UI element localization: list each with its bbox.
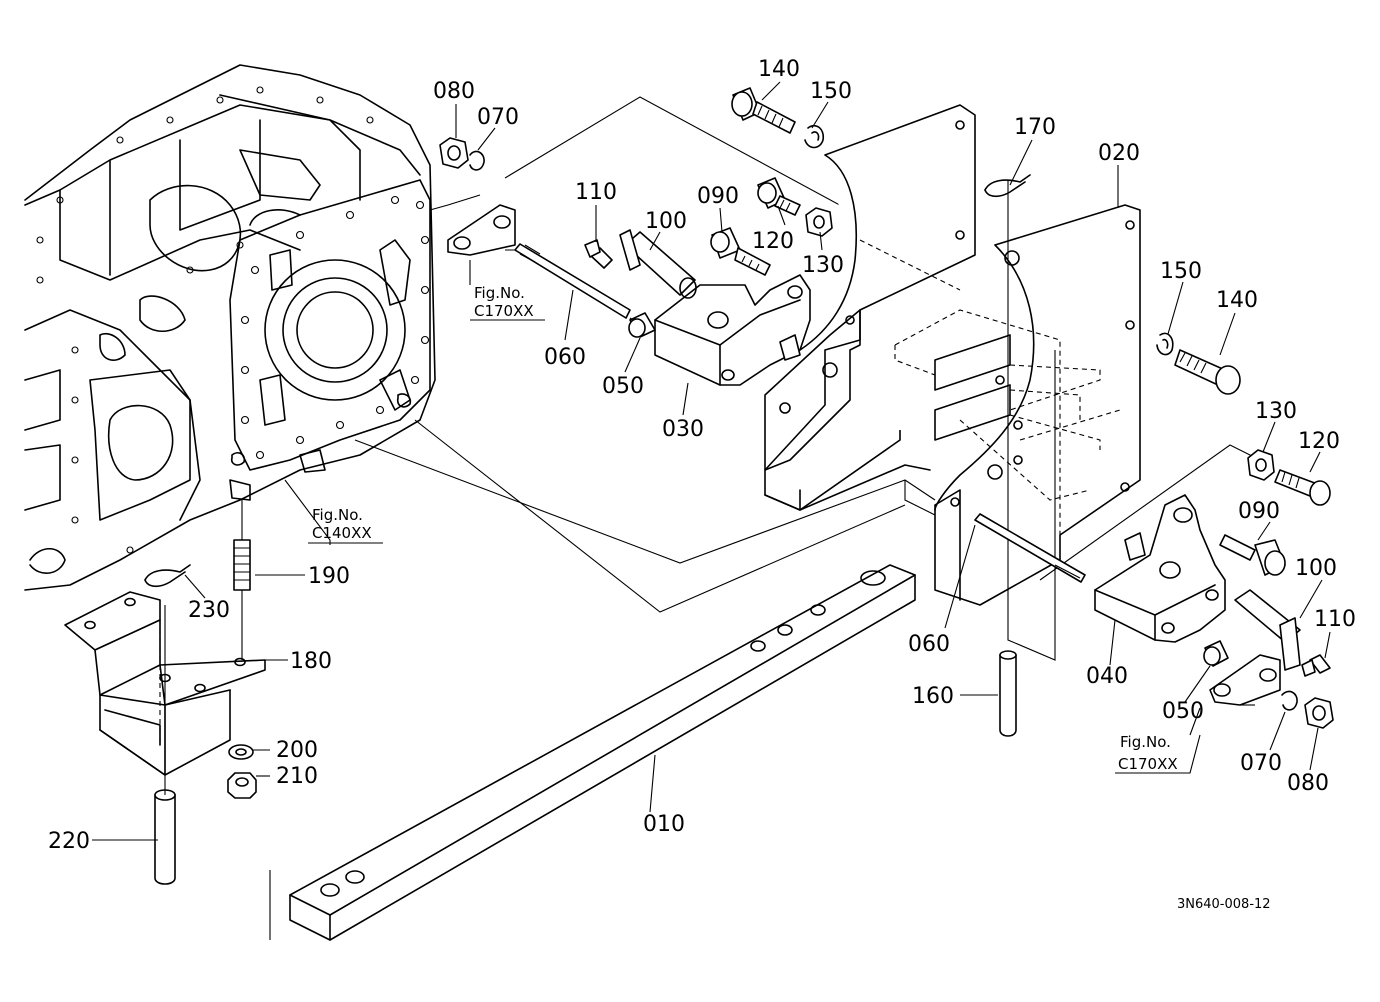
nut-130-upper <box>805 207 833 237</box>
stud-190 <box>233 500 251 660</box>
drawing-number: 3N640-008-12 <box>1177 897 1271 912</box>
drawbar-010 <box>289 564 916 941</box>
bolt-140-lower <box>1174 349 1241 395</box>
nut-080-lower <box>1304 697 1334 729</box>
bracket-plate-left <box>764 104 976 511</box>
label-140-upper: 140 <box>758 57 800 82</box>
label-080-upper: 080 <box>433 79 475 104</box>
lynch-pin-170 <box>984 174 1031 198</box>
label-020: 020 <box>1098 141 1140 166</box>
leader-lines <box>92 81 1331 841</box>
label-120-upper: 120 <box>752 229 794 254</box>
pin-100-upper <box>619 229 697 299</box>
bolt-140-upper <box>731 87 796 134</box>
fig-ref-code: C170XX <box>474 302 534 320</box>
housing-bolt-holes <box>36 86 430 554</box>
nut-210 <box>227 772 257 799</box>
link-plate-upper <box>429 194 516 256</box>
label-060-lower: 060 <box>908 632 950 657</box>
bushing-050-upper <box>628 312 656 338</box>
fig-ref-title: Fig.No. <box>474 284 525 302</box>
bolt-110-lower <box>1301 654 1331 677</box>
label-210: 210 <box>276 764 318 789</box>
label-150-lower: 150 <box>1160 259 1202 284</box>
label-130-lower: 130 <box>1255 399 1297 424</box>
fig-ref-title: Fig.No. <box>1120 733 1171 751</box>
fig-ref-title: Fig.No. <box>312 506 363 524</box>
washer-150-upper <box>804 124 825 149</box>
washer-200 <box>228 744 254 760</box>
label-180: 180 <box>290 649 332 674</box>
fig-ref-code: C140XX <box>312 524 372 542</box>
pin-160 <box>999 650 1017 737</box>
bolt-090-upper <box>710 227 771 276</box>
hitch-casting-040 <box>1094 494 1226 643</box>
pin-220 <box>154 605 176 885</box>
label-170: 170 <box>1014 115 1056 140</box>
label-230: 230 <box>188 598 230 623</box>
transmission-housing <box>24 64 436 591</box>
label-120-lower: 120 <box>1298 429 1340 454</box>
label-140-lower: 140 <box>1216 288 1258 313</box>
assembly-frame-lines <box>269 96 1261 940</box>
label-090-lower: 090 <box>1238 499 1280 524</box>
bolt-090-lower <box>1219 534 1286 576</box>
figure-reference-upper: Fig.No. C170XX <box>470 284 545 321</box>
label-010: 010 <box>643 812 685 837</box>
label-090-upper: 090 <box>697 184 739 209</box>
bolt-120-lower <box>1274 469 1331 506</box>
pin-100-lower <box>1234 589 1301 671</box>
nut-130-lower <box>1247 449 1275 481</box>
lynch-pin-230 <box>144 564 191 588</box>
washer-070-lower <box>1281 690 1298 711</box>
nut-080-upper <box>439 137 469 169</box>
fig-ref-code: C170XX <box>1118 755 1178 773</box>
label-050-lower: 050 <box>1162 699 1204 724</box>
pin-060-lower <box>974 513 1086 583</box>
label-070-lower: 070 <box>1240 751 1282 776</box>
part-number-labels: 080 070 140 150 170 020 150 140 110 100 … <box>48 57 1356 854</box>
label-030: 030 <box>662 417 704 442</box>
figure-reference-lower: Fig.No. C170XX <box>1115 733 1201 774</box>
label-150-upper: 150 <box>810 79 852 104</box>
label-040: 040 <box>1086 664 1128 689</box>
bracket-plate-right <box>859 180 1141 661</box>
label-190: 190 <box>308 564 350 589</box>
swinging-bracket-180 <box>64 591 266 776</box>
washer-150-lower <box>1156 332 1174 356</box>
figure-reference-middle: Fig.No. C140XX <box>308 506 383 544</box>
label-220: 220 <box>48 829 90 854</box>
washer-070-upper <box>469 150 485 171</box>
label-100-lower: 100 <box>1295 556 1337 581</box>
label-100-upper: 100 <box>645 209 687 234</box>
label-160: 160 <box>912 684 954 709</box>
link-plate-lower <box>1209 654 1281 706</box>
label-110-lower: 110 <box>1314 607 1356 632</box>
label-060-upper: 060 <box>544 345 586 370</box>
bolt-120-upper <box>757 177 801 216</box>
label-130-upper: 130 <box>802 253 844 278</box>
bushing-050-lower <box>1203 640 1229 667</box>
bolt-110-upper <box>584 239 613 269</box>
label-080-lower: 080 <box>1287 771 1329 796</box>
label-200: 200 <box>276 738 318 763</box>
label-050-upper: 050 <box>602 374 644 399</box>
hitch-casting-030 <box>654 274 811 386</box>
label-110-upper: 110 <box>575 180 617 205</box>
label-070-upper: 070 <box>477 105 519 130</box>
